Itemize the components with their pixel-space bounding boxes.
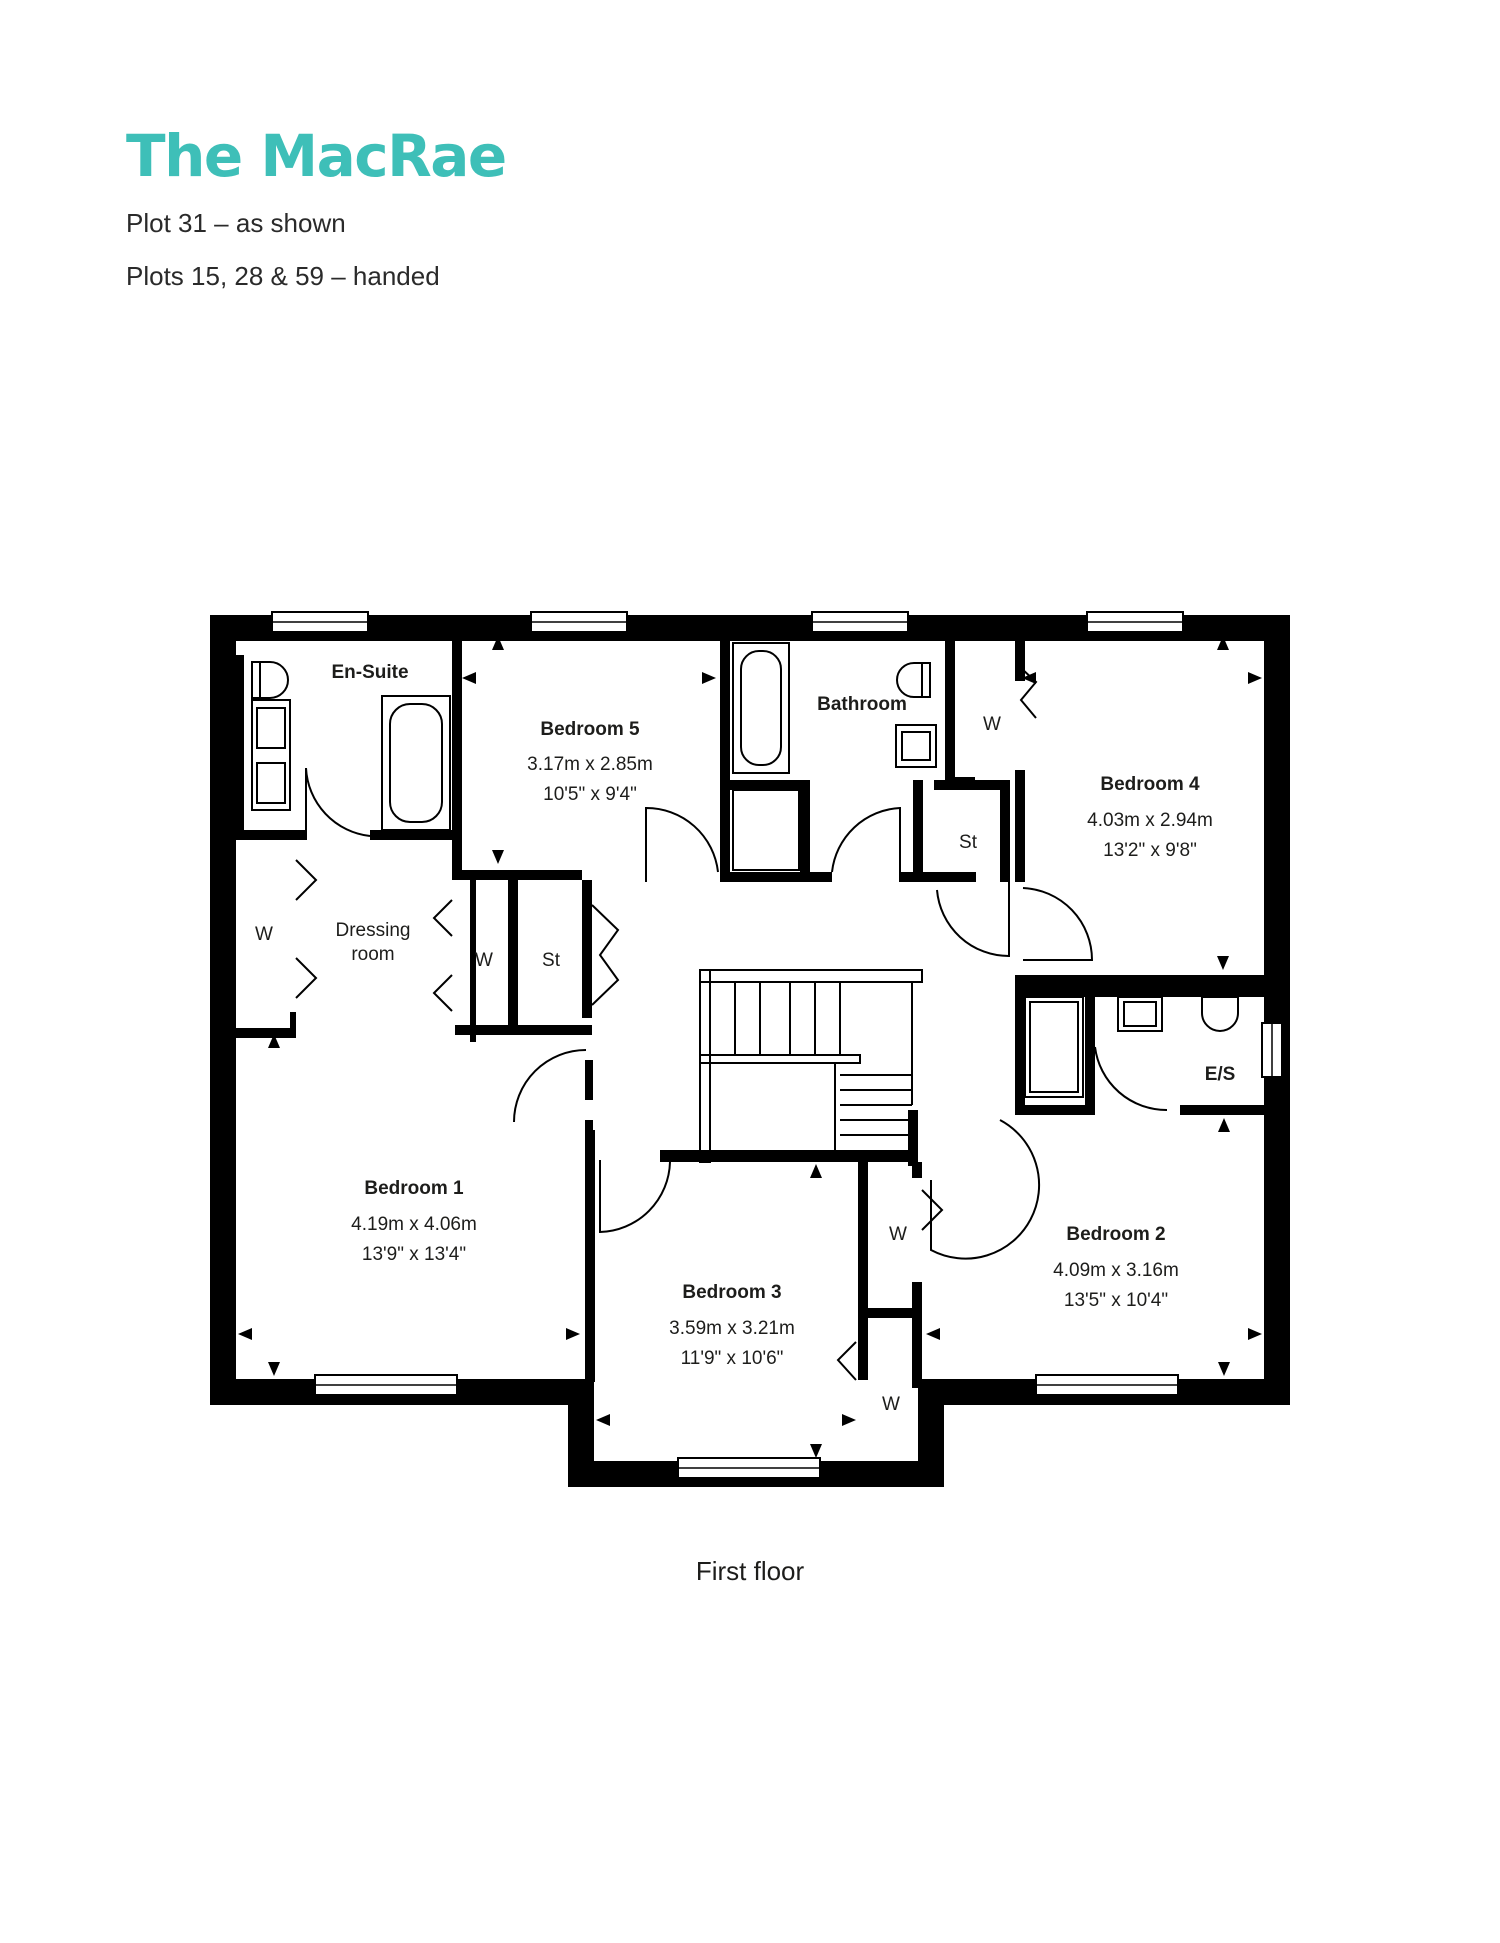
room-bathroom-name: Bathroom	[817, 694, 907, 715]
room-bedroom4-metric: 4.03m x 2.94m	[1087, 810, 1213, 831]
room-bedroom2-imperial: 13'5" x 10'4"	[1064, 1290, 1168, 1311]
store-label-upper: St	[959, 832, 978, 853]
room-bedroom3-name: Bedroom 3	[682, 1282, 781, 1303]
wardrobe-label-bedroom2: W	[889, 1224, 907, 1245]
plots-handed-note: Plots 15, 28 & 59 – handed	[126, 261, 440, 291]
room-bedroom1-name: Bedroom 1	[364, 1178, 464, 1199]
store-label-landing: St	[542, 950, 561, 971]
room-bedroom4-imperial: 13'2" x 9'8"	[1103, 840, 1197, 861]
room-bedroom5-metric: 3.17m x 2.85m	[527, 754, 653, 775]
room-bedroom4-name: Bedroom 4	[1100, 774, 1200, 795]
room-labels: En-Suite Bedroom 5 3.17m x 2.85m 10'5" x…	[255, 662, 1235, 1415]
wardrobe-label-bedroom4: W	[983, 714, 1001, 735]
room-bedroom2-name: Bedroom 2	[1066, 1224, 1165, 1245]
dimension-arrows	[238, 636, 1262, 1458]
room-bedroom1-metric: 4.19m x 4.06m	[351, 1214, 477, 1235]
plan-title: The MacRae	[126, 122, 507, 190]
room-dressing-line2: room	[351, 944, 394, 965]
room-bedroom3-imperial: 11'9" x 10'6"	[681, 1348, 784, 1369]
fittings	[251, 642, 1239, 1098]
wardrobe-label-dressing-right: W	[475, 950, 493, 971]
plot-shown-note: Plot 31 – as shown	[126, 208, 346, 238]
room-bedroom5-imperial: 10'5" x 9'4"	[543, 784, 637, 805]
room-ensuite-name: En-Suite	[331, 662, 408, 683]
floor-caption: First floor	[695, 1556, 805, 1586]
wardrobe-label-dressing-left: W	[255, 924, 273, 945]
room-es-name: E/S	[1205, 1064, 1236, 1085]
room-bedroom1-imperial: 13'9" x 13'4"	[362, 1244, 466, 1265]
room-bedroom3-metric: 3.59m x 3.21m	[669, 1318, 795, 1339]
staircase	[699, 969, 923, 1163]
doors	[295, 667, 1168, 1381]
wardrobe-label-bedroom3: W	[882, 1394, 900, 1415]
room-dressing-line1: Dressing	[336, 920, 411, 941]
room-bedroom5-name: Bedroom 5	[540, 719, 640, 740]
room-bedroom2-metric: 4.09m x 3.16m	[1053, 1260, 1179, 1281]
